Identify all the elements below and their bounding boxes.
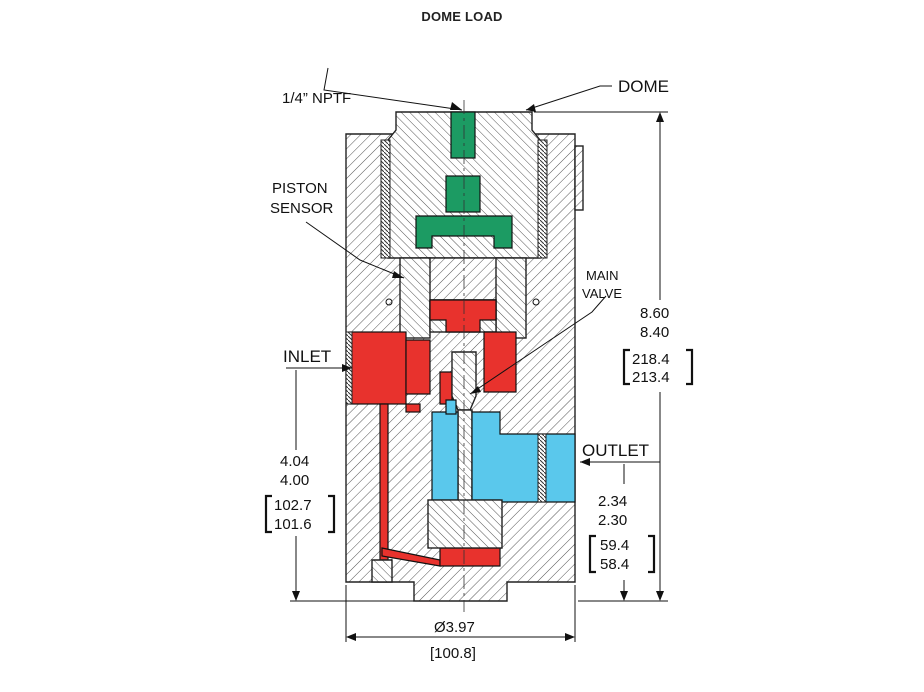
inlet-height-mm-min: 101.6 (274, 516, 312, 533)
inlet-height-min: 4.00 (280, 472, 309, 489)
outlet-height-mm-min: 58.4 (600, 556, 629, 573)
leader-lines (286, 67, 660, 463)
outlet-height-min: 2.30 (598, 512, 627, 529)
diagram-title: DOME LOAD (421, 9, 503, 24)
lower-valve-section (371, 499, 503, 583)
height-mm-max: 218.4 (632, 351, 670, 368)
inlet-fluid-passage (349, 299, 517, 567)
diameter-mm: [100.8] (430, 645, 476, 662)
valve-label: VALVE (582, 286, 622, 301)
port-label: 1/4” NPTF (282, 90, 351, 107)
piston-label: PISTON (272, 180, 328, 197)
diameter-value: Ø3.97 (434, 619, 475, 636)
center-bore (419, 257, 511, 301)
dimension-inlet-height (290, 370, 414, 602)
dome-label: DOME (618, 77, 669, 96)
dimension-diameter (345, 585, 576, 642)
inlet-height-max: 4.04 (280, 453, 309, 470)
outlet-fluid-passage (431, 399, 576, 503)
dimension-overall-height (534, 111, 668, 602)
height-min: 8.40 (640, 324, 669, 341)
outlet-port-thread (537, 433, 547, 503)
dimension-outlet-height (620, 464, 628, 601)
outlet-height-max: 2.34 (598, 493, 627, 510)
inlet-height-mm-max: 102.7 (274, 497, 312, 514)
sensor-label: SENSOR (270, 200, 334, 217)
inlet-label: INLET (283, 347, 331, 366)
outlet-height-mm-max: 59.4 (600, 537, 629, 554)
height-mm-min: 213.4 (632, 369, 670, 386)
height-max: 8.60 (640, 305, 669, 322)
arrow-heads (342, 102, 590, 466)
outlet-label: OUTLET (582, 441, 649, 460)
mm-brackets (264, 348, 694, 574)
main-label: MAIN (586, 268, 619, 283)
